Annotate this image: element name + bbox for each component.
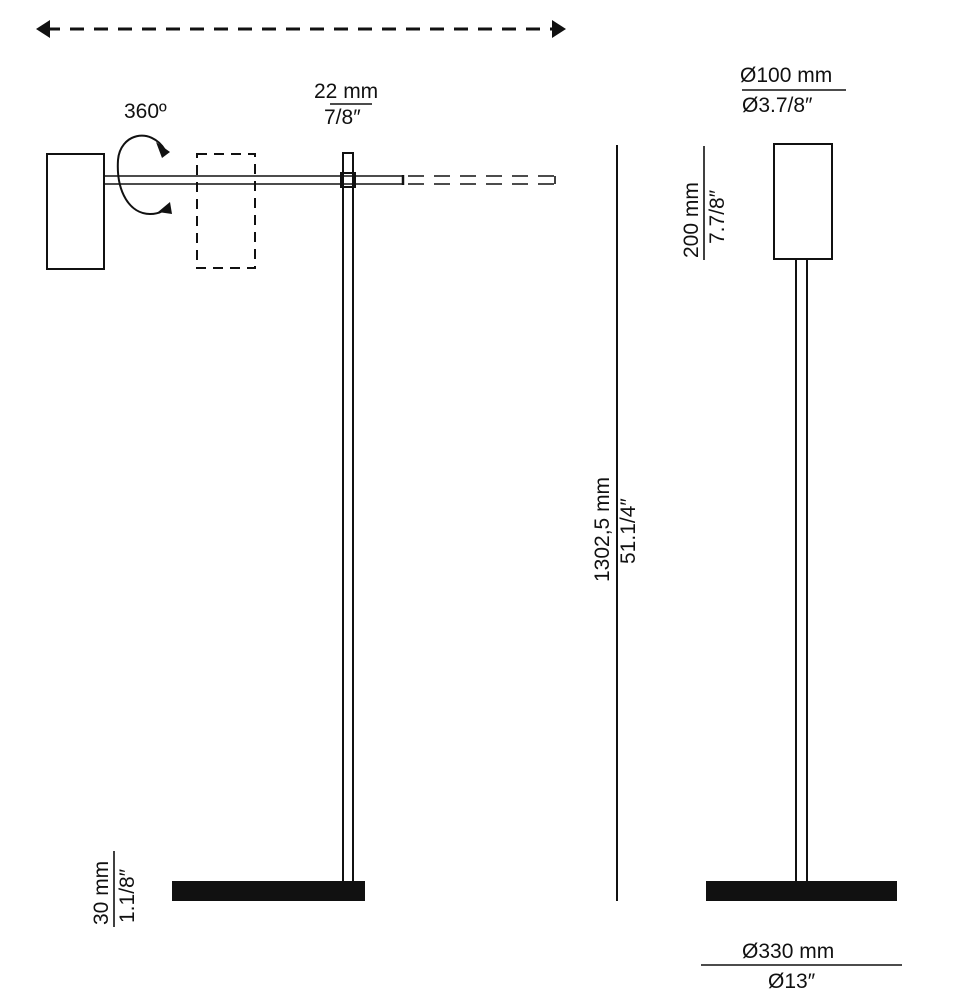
total-height-in: 51.1/4″ [617, 498, 640, 564]
base-thickness-label: 30 mm 1.1/8″ [90, 851, 139, 927]
lamp-base-front [706, 881, 897, 901]
shade-height-mm: 200 mm [680, 182, 703, 258]
shade-height-in: 7.7/8″ [706, 189, 729, 244]
stem-diameter-in: 7/8″ [324, 106, 361, 129]
lamp-stem [342, 152, 354, 884]
rotation-label: 360º [124, 100, 167, 123]
total-height-dimension: 1302,5 mm 51.1/4″ [591, 145, 640, 901]
lamp-shade [46, 153, 105, 270]
side-view: 360º 22 mm 7/8″ [36, 20, 566, 927]
lamp-shade-front [773, 143, 833, 260]
circular-arrow-icon [116, 134, 172, 216]
arm-collar [340, 172, 356, 188]
arm-extension-dashed [408, 175, 556, 185]
base-thickness-mm: 30 mm [90, 861, 113, 925]
base-thickness-in: 1.1/8″ [116, 868, 139, 923]
total-height-mm: 1302,5 mm [591, 477, 614, 582]
shade-diameter-in: Ø3.7/8″ [742, 94, 813, 117]
shade-height-label: 200 mm 7.7/8″ [680, 146, 729, 260]
lamp-base [172, 881, 365, 901]
shade-diameter-mm: Ø100 mm [740, 64, 832, 87]
shade-alternate-position [196, 153, 256, 269]
lamp-stem-front [795, 258, 808, 884]
front-view: Ø100 mm Ø3.7/8″ 200 mm 7.7/8″ Ø330 mm Ø1… [680, 64, 902, 993]
double-arrow-icon [36, 20, 566, 38]
stem-diameter-mm: 22 mm [314, 80, 378, 103]
base-diameter-mm: Ø330 mm [742, 940, 834, 963]
base-diameter-in: Ø13″ [768, 970, 816, 993]
lamp-arm [104, 175, 405, 185]
